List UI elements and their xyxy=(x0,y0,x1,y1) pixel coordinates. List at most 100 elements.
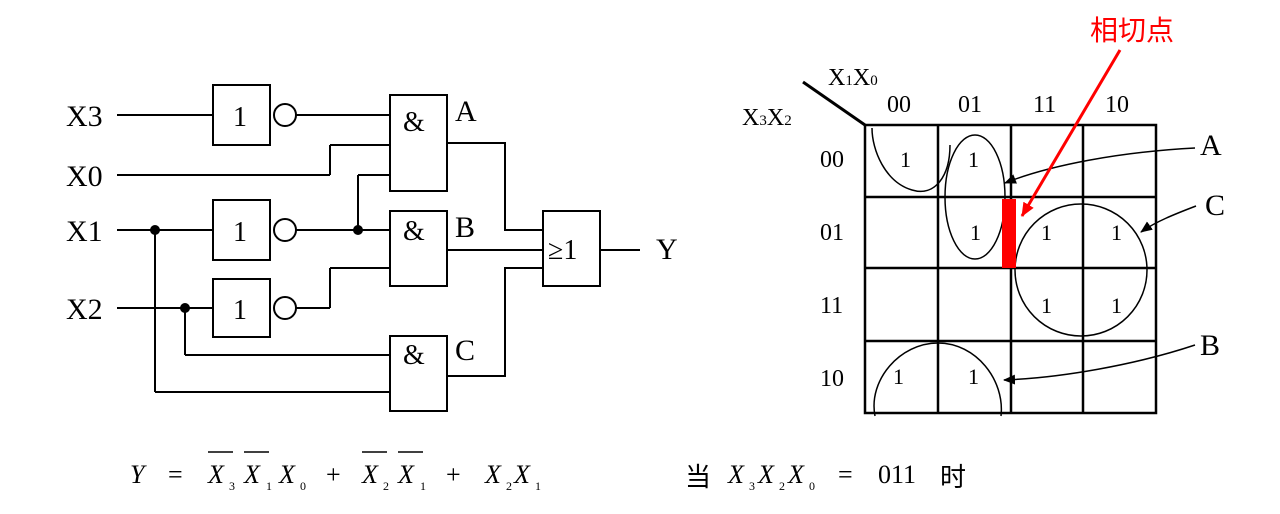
kmap-cells: 1 1 1 1 1 1 1 1 1 xyxy=(893,147,1122,389)
kmap-col-header: 00 xyxy=(887,92,911,118)
not-gate-label: 1 xyxy=(233,217,247,248)
tangent-point-marker xyxy=(1002,199,1016,268)
condition-var: X xyxy=(727,460,745,489)
kmap-cell: 1 xyxy=(970,220,981,245)
not-bubble-x1 xyxy=(273,218,297,242)
term2-sub1: 2 xyxy=(383,479,389,493)
term1-sub1: 3 xyxy=(229,479,235,493)
or-gate-label: ≥1 xyxy=(548,235,577,266)
kmap-col-header: 11 xyxy=(1033,92,1056,118)
input-label-x2: X2 xyxy=(66,293,103,326)
and-gate-label: & xyxy=(403,216,425,247)
plus-sign: + xyxy=(326,460,341,489)
pointer-b xyxy=(1003,344,1196,385)
logic-circuit xyxy=(117,84,640,412)
or-gate xyxy=(542,210,601,287)
term1-sub3: 0 xyxy=(300,479,306,493)
and-gate-c xyxy=(389,335,448,412)
kmap-cell: 1 xyxy=(1041,220,1052,245)
kmap-cell: 1 xyxy=(900,147,911,172)
karnaugh-map: X1X0 X3X2 00 01 11 10 00 01 11 10 1 1 1 … xyxy=(742,14,1225,417)
condition-var: X xyxy=(787,460,805,489)
condition-prefix: 当 xyxy=(685,463,711,493)
not-bubble-x3 xyxy=(273,103,297,127)
circuit-labels: X3 X0 X1 X2 1 1 1 & & & A B C ≥1 Y xyxy=(66,95,678,371)
term3-var1: X xyxy=(484,460,502,489)
output-label-y: Y xyxy=(656,233,678,266)
kmap-corner-diagonal xyxy=(802,80,866,127)
tangent-arrow xyxy=(1020,49,1122,217)
term1-sub2: 1 xyxy=(266,479,272,493)
pointer-a xyxy=(1004,147,1196,184)
equation-lhs: Y xyxy=(130,460,147,489)
group-loop-b xyxy=(873,342,1003,417)
condition-sub: 0 xyxy=(809,479,815,493)
term1-var1: X xyxy=(207,460,225,489)
term3-var2: X xyxy=(513,460,531,489)
kmap-cell: 1 xyxy=(893,364,904,389)
group-loop-x3x1x0 xyxy=(871,127,951,193)
group-loop-a xyxy=(944,134,1006,260)
kmap-cell: 1 xyxy=(1111,220,1122,245)
equation-equals: = xyxy=(168,460,183,489)
and-gate-name-a: A xyxy=(455,95,477,128)
condition-suffix: 时 xyxy=(940,463,966,493)
kmap-cell: 1 xyxy=(1041,293,1052,318)
condition-sub: 2 xyxy=(779,479,785,493)
junction-x1 xyxy=(150,225,160,235)
kmap-col-header: 01 xyxy=(958,92,982,118)
condition-var: X xyxy=(757,460,775,489)
kmap-cell: 1 xyxy=(968,147,979,172)
group-pointers xyxy=(1003,147,1197,385)
junction-dots xyxy=(150,225,363,313)
input-label-x0: X0 xyxy=(66,160,103,193)
not-bubble-x2 xyxy=(273,296,297,320)
condition-statement: 当 X 3 X 2 X 0 = 011 时 xyxy=(685,460,966,493)
term2-sub2: 1 xyxy=(420,479,426,493)
term3-sub2: 1 xyxy=(535,479,541,493)
wire-a-to-or xyxy=(447,142,543,231)
input-label-x1: X1 xyxy=(66,215,103,248)
kmap-row-header: 10 xyxy=(820,366,844,392)
group-label-a: A xyxy=(1200,129,1222,162)
pointer-c xyxy=(1140,205,1197,233)
input-label-x3: X3 xyxy=(66,100,103,133)
junction-x2 xyxy=(180,303,190,313)
not-gate-x3 xyxy=(212,84,271,146)
kmap-cell: 1 xyxy=(968,364,979,389)
kmap-row-header: 00 xyxy=(820,147,844,173)
and-gate-name-b: B xyxy=(455,211,475,244)
term3-sub1: 2 xyxy=(506,479,512,493)
wire-c-to-or xyxy=(447,267,543,377)
and-gate-b xyxy=(389,210,448,287)
and-gate-name-c: C xyxy=(455,334,475,367)
term2-var1: X xyxy=(361,460,379,489)
term1-var2: X xyxy=(243,460,261,489)
and-gate-label: & xyxy=(403,107,425,138)
kmap-cell: 1 xyxy=(1111,293,1122,318)
not-gate-x2 xyxy=(212,278,271,338)
kmap-row-variables: X3X2 xyxy=(742,105,792,131)
kmap-col-header: 10 xyxy=(1105,92,1129,118)
kmap-row-header: 11 xyxy=(820,293,843,319)
and-gate-label: & xyxy=(403,340,425,371)
not-gate-label: 1 xyxy=(233,102,247,133)
kmap-groupings xyxy=(871,127,1148,417)
condition-value: 011 xyxy=(878,460,916,489)
kmap-col-variables: X1X0 xyxy=(828,65,878,91)
not-gate-label: 1 xyxy=(233,295,247,326)
junction-notx1 xyxy=(353,225,363,235)
group-label-c: C xyxy=(1205,189,1225,222)
term1-var3: X xyxy=(278,460,296,489)
boolean-equation: Y = X 3 X 1 X 0 + X 2 X 1 + X 2 X 1 xyxy=(130,451,541,493)
group-loop-c xyxy=(1014,203,1148,337)
term2-var2: X xyxy=(397,460,415,489)
condition-sub: 3 xyxy=(749,479,755,493)
kmap-row-header: 01 xyxy=(820,220,844,246)
not-gate-x1 xyxy=(212,199,271,261)
tangent-label: 相切点 xyxy=(1090,14,1174,47)
group-label-b: B xyxy=(1200,329,1220,362)
condition-equals: = xyxy=(838,460,853,489)
